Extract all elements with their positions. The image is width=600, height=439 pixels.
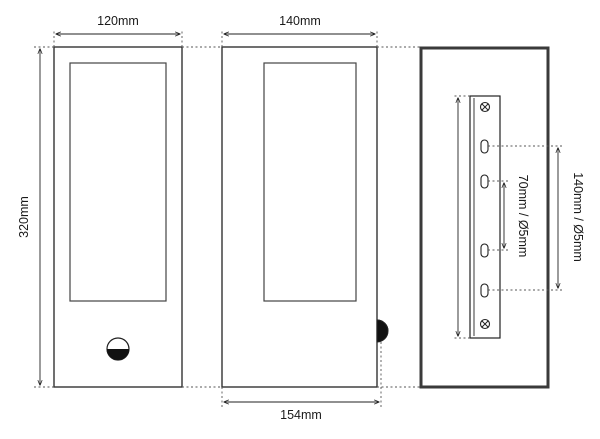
dim-front-width: 120mm: [53, 14, 183, 47]
label-front-width: 120mm: [97, 14, 139, 28]
screw-icon: [479, 101, 491, 113]
slot-hole-4: [480, 283, 489, 298]
dim-outer-holes: 140mm / Ø5mm: [488, 145, 585, 291]
dim-height: 320mm: [17, 46, 54, 388]
side-view: [221, 46, 389, 388]
label-side-width: 140mm: [279, 14, 321, 28]
front-view: [53, 46, 183, 388]
slot-hole-3: [480, 243, 489, 258]
label-height: 320mm: [17, 196, 31, 238]
dim-total-depth: 154mm: [221, 342, 382, 422]
side-lens-panel: [263, 62, 357, 302]
label-outer-holes: 140mm / Ø5mm: [571, 172, 585, 262]
screw-icon: [479, 318, 491, 330]
label-inner-holes: 70mm / Ø5mm: [516, 175, 530, 258]
slot-hole-2: [480, 174, 489, 189]
front-lens-panel: [69, 62, 167, 302]
slot-hole-1: [480, 139, 489, 154]
motion-sensor-icon: [106, 337, 130, 361]
side-sensor-bump-icon: [376, 319, 389, 343]
label-total-depth: 154mm: [280, 408, 322, 422]
mounting-view: 70mm / Ø5mm 140mm / Ø5mm: [419, 46, 585, 389]
dim-side-width: 140mm: [221, 14, 378, 47]
mounting-bracket: [469, 95, 501, 339]
dim-inner-holes: 70mm / Ø5mm: [488, 175, 530, 258]
